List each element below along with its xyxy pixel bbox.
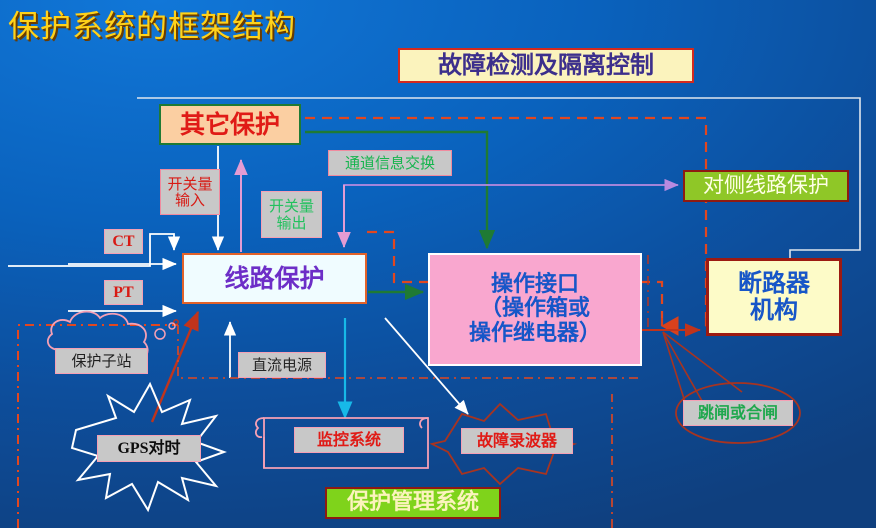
protection-substation-label: 保护子站 [55,348,148,374]
switch-input-label: 开关量 输入 [160,169,220,215]
white-arrow-to-recorder [384,317,469,415]
trip-or-close-label: 跳闸或合闸 [683,400,793,426]
red-arrow-gps-to-line [150,310,200,423]
breaker-mechanism-line2: 机构 [750,296,798,324]
violet-link-line-to-peer [343,178,679,246]
red-callout-leader-b [662,331,743,393]
switch-input-line1: 开关量 [167,174,213,193]
scada-scroll-shape [255,417,429,469]
operation-interface-line2: （操作箱或 [479,296,590,322]
line-protection-box[interactable]: 线路保护 [182,253,367,304]
management-system-box: 保护管理系统 [325,487,501,519]
fault-detection-banner: 故障检测及隔离控制 [398,48,694,83]
pt-label: PT [104,280,143,305]
gps-star-shape [70,381,227,513]
white-arrow-switch-input [8,233,181,267]
operation-interface-box[interactable]: 操作接口 （操作箱或 操作继电器） [428,253,642,366]
channel-exchange-label: 通道信息交换 [328,150,452,176]
fault-recorder-label: 故障录波器 [461,428,573,454]
red-dashdot-enclosure [17,324,178,528]
other-protection-box[interactable]: 其它保护 [159,104,301,145]
dc-supply-label: 直流电源 [238,352,326,378]
red-callout-leader-a [662,331,707,409]
switch-output-line2: 输出 [276,213,307,232]
gps-sync-label: GPS对时 [97,435,201,462]
red-dashed-top-route [305,116,708,318]
green-link-other-to-opif [305,130,496,250]
scada-system-label: 监控系统 [294,427,404,453]
outer-frame-line [137,97,861,258]
switch-input-line2: 输入 [174,191,205,209]
breaker-mechanism-box[interactable]: 断路器 机构 [706,258,842,336]
red-dashdot-enclosure-right [177,325,640,379]
switch-output-label: 开关量 输出 [261,191,322,238]
page-title: 保护系统的框架结构 [8,8,296,45]
operation-interface-line3: 操作继电器） [468,320,601,346]
switch-output-line1: 开关量 [268,197,314,215]
breaker-mechanism-line1: 断路器 [738,269,810,298]
ct-label: CT [104,229,143,254]
trip-close-callout-shape [675,382,801,444]
red-dashed-mid-branch [367,230,664,318]
peer-line-protection-box[interactable]: 对侧线路保护 [683,170,849,202]
operation-interface-line1: 操作接口 [490,271,579,297]
